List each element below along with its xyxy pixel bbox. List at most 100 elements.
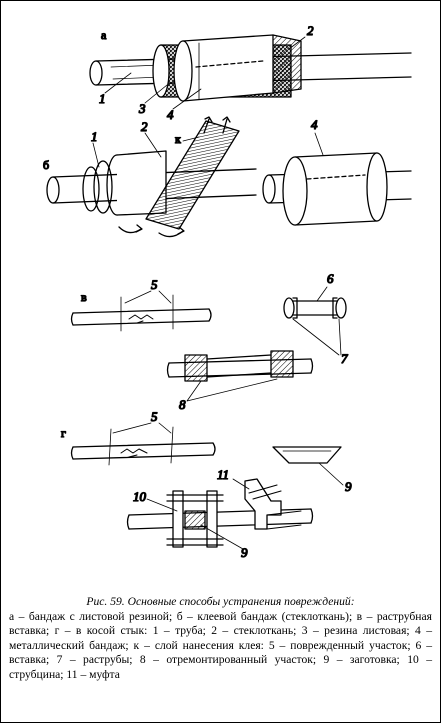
- label-v: в: [81, 290, 87, 304]
- repaired-end-left: [166, 362, 170, 378]
- socket-right-8: [270, 350, 294, 378]
- blank-under-clamp: [184, 510, 206, 530]
- panel-g-damaged-pipe: [70, 426, 216, 466]
- leader-2b: [144, 132, 162, 158]
- panel-v-insert: [283, 297, 347, 319]
- leader-1: [104, 72, 132, 94]
- pipe-g: [72, 442, 214, 460]
- pipe-v-end-left: [70, 312, 74, 326]
- label-g: г: [61, 426, 66, 440]
- cut-line-right-g: [170, 426, 174, 464]
- leader-7: [292, 318, 342, 356]
- pipe-g-end-left: [70, 446, 74, 460]
- leader-11: [232, 478, 250, 490]
- metal-bandage-body-right: [366, 152, 388, 222]
- insert-in-place: [206, 354, 272, 378]
- label-9-assembly: 9: [241, 545, 248, 560]
- coupling-insert: [266, 510, 302, 530]
- glassfabric-strip-2: [145, 120, 240, 230]
- blank-9: [272, 446, 342, 464]
- cut-line-left-g: [108, 428, 112, 466]
- label-b: б: [43, 158, 49, 172]
- leader-4m: [314, 132, 324, 156]
- metal-bandage-seam: [306, 174, 366, 180]
- label-10-clamp: 10: [133, 489, 147, 504]
- pipe-v-end-right: [208, 308, 212, 322]
- pipe-g-end-right: [212, 442, 216, 456]
- label-2-glassfabric: 2: [307, 23, 314, 38]
- clamp-10-frame-left: [172, 490, 184, 548]
- metal-bandage-4: [182, 34, 274, 102]
- label-4-metal: 4: [311, 117, 318, 132]
- leader-9: [318, 462, 344, 486]
- pipe-g-assembly: [128, 508, 312, 530]
- pipe-b-end: [46, 176, 60, 204]
- insert-6-body: [288, 300, 342, 316]
- panel-g-clamp-assembly: [126, 478, 314, 548]
- label-9-blank: 9: [345, 479, 352, 494]
- leader-5g: [112, 422, 172, 434]
- coupling-11: [244, 478, 282, 530]
- leader-1b: [92, 142, 100, 168]
- pipe-v: [72, 308, 210, 326]
- pull-arrow-1: [203, 116, 213, 134]
- wrap-ring-1: [82, 166, 100, 212]
- glassfabric-2-wrap: [272, 34, 302, 94]
- panel-a-rubber-bandage: [89, 34, 412, 102]
- assembly-end-right: [310, 508, 314, 524]
- clamp-10-frame-right: [206, 490, 218, 548]
- label-a: а: [101, 28, 107, 42]
- caption-title: Рис. 59. Основные способы устранения пов…: [86, 595, 355, 608]
- leader-k: [182, 136, 200, 142]
- label-7-sockets: 7: [341, 351, 348, 366]
- label-1-pipe: 1: [99, 91, 106, 106]
- pull-arrow-2: [222, 116, 231, 134]
- leader-5v: [124, 290, 172, 304]
- wind-arrow-right-head: [177, 226, 185, 235]
- leader-9-assembly: [200, 524, 244, 550]
- wrap-ring-2: [93, 160, 113, 214]
- insert-socket-left: [283, 297, 295, 319]
- damage-crack-g: [120, 448, 148, 458]
- label-6-insert: 6: [327, 271, 334, 286]
- panel-b-adhesive-bandage: [46, 116, 257, 238]
- rubber-end-left: [152, 44, 170, 98]
- wind-arrow-left-head: [135, 224, 143, 233]
- bandage-seam: [195, 60, 264, 68]
- metal-bandage-body-end: [282, 156, 308, 226]
- metal-bandage-end: [173, 40, 193, 102]
- panel-v-damaged-pipe: [70, 294, 212, 332]
- label-11-coupling: 11: [217, 467, 229, 482]
- label-2-strip: 2: [141, 119, 148, 134]
- socket-left-8: [184, 354, 208, 382]
- panel-g-blank: [272, 446, 342, 464]
- clamp-10-bar-bottom: [166, 538, 224, 546]
- socket-ring-right: [332, 297, 338, 319]
- label-5-g: 5: [151, 409, 158, 424]
- socket-ring-left: [292, 297, 298, 319]
- leader-8: [186, 378, 278, 402]
- label-3-rubber: 3: [138, 101, 146, 116]
- wrapped-layer: [116, 150, 167, 216]
- leader-3: [144, 84, 168, 104]
- leader-10: [146, 498, 178, 512]
- pipe-metal-end: [262, 174, 276, 204]
- label-5-v: 5: [151, 277, 158, 292]
- leader-2: [288, 36, 306, 50]
- label-4-bandage: 4: [167, 107, 174, 122]
- assembly-end-left: [126, 514, 130, 530]
- repaired-end-right: [310, 358, 314, 374]
- label-1-pipe-b: 1: [91, 129, 98, 144]
- figure-caption: Рис. 59. Основные способы устранения пов…: [9, 595, 432, 683]
- clamp-10-bar-top: [166, 494, 224, 502]
- label-8-repaired: 8: [179, 397, 186, 412]
- coupling-11-tool: [248, 484, 282, 500]
- caption-body: а – бандаж с листовой резиной; б – клеев…: [9, 609, 432, 681]
- damage-crack-v: [128, 314, 154, 324]
- label-k-glue: к: [175, 132, 181, 146]
- leader-4: [172, 88, 202, 110]
- insert-socket-right: [335, 297, 347, 319]
- panel-v-repaired: [166, 350, 314, 382]
- pipe-a-end: [89, 60, 103, 86]
